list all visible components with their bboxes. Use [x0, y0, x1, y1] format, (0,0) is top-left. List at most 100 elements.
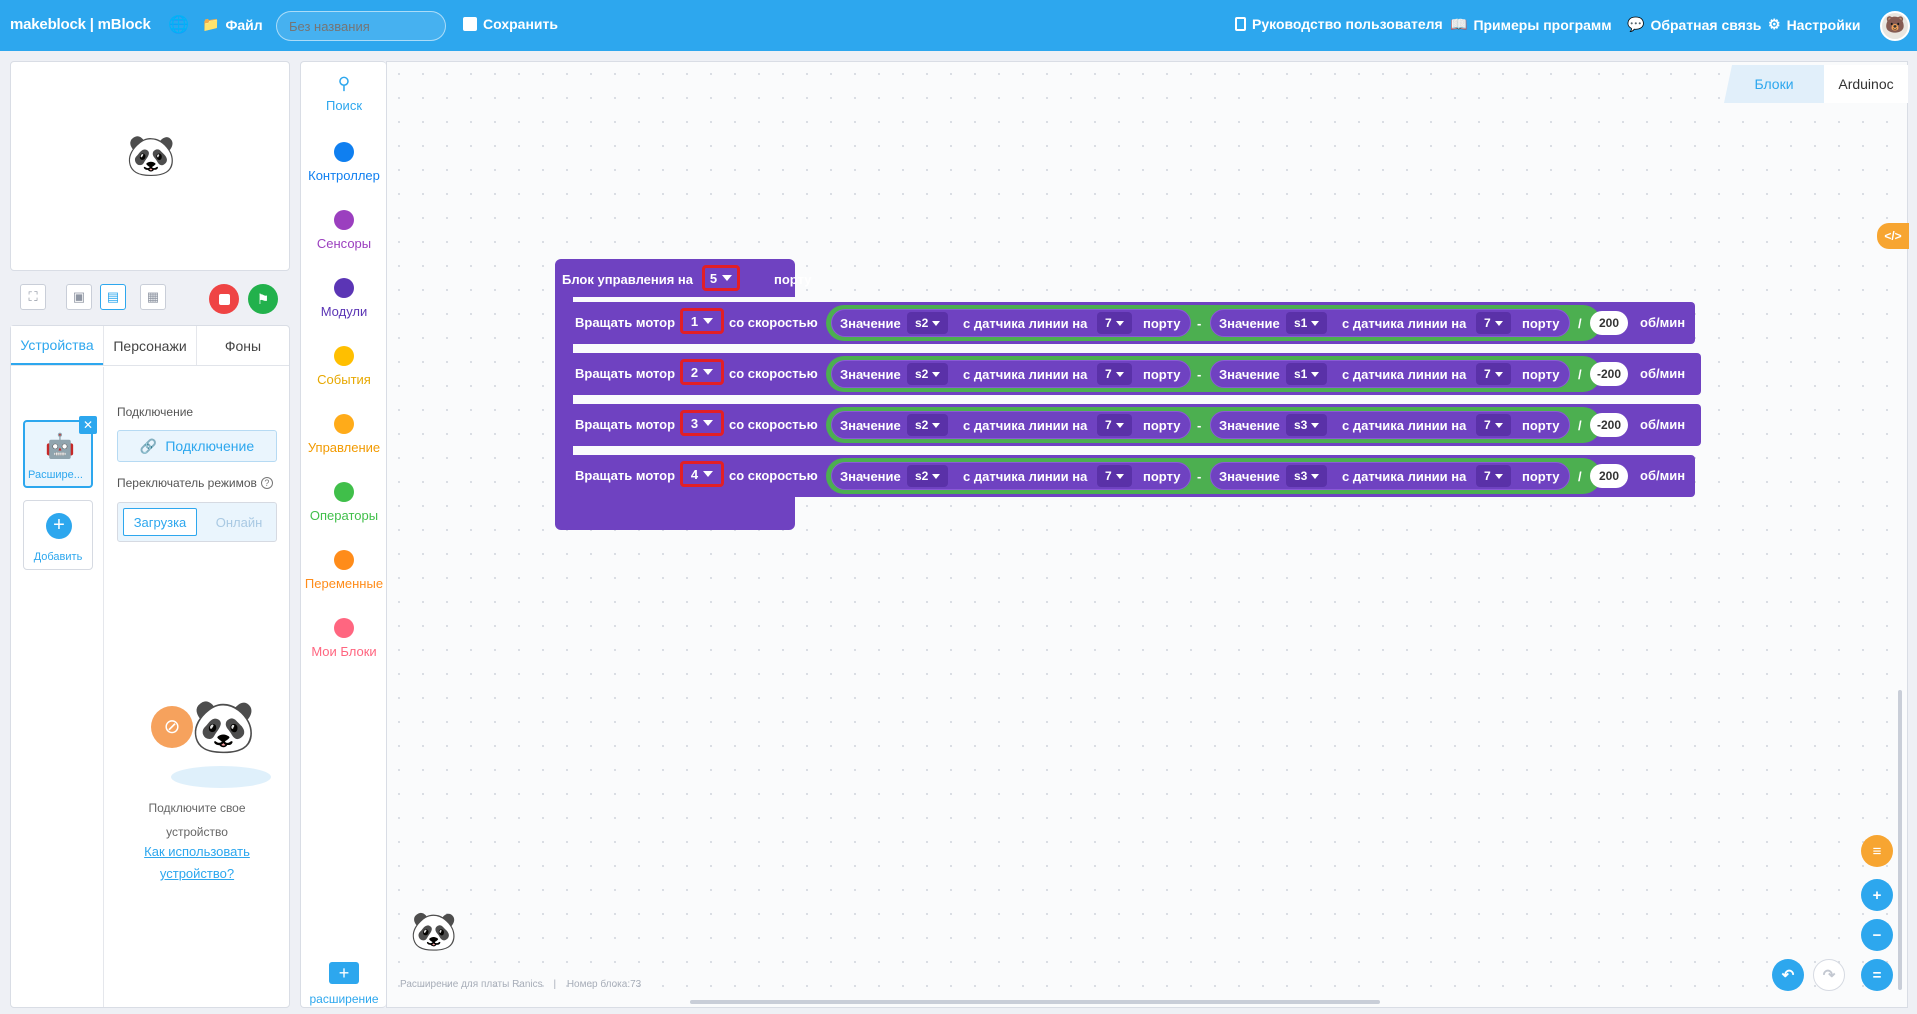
speed-value-input[interactable]: 200 [1590, 311, 1628, 335]
category-events[interactable]: События [301, 346, 387, 387]
sensor-pin-dropdown[interactable]: s2 [907, 465, 949, 487]
how-to-use-link[interactable]: Как использовать устройство? [144, 844, 250, 881]
mode-upload-button[interactable]: Загрузка [123, 508, 197, 536]
tab-sprites[interactable]: Персонажи [103, 326, 196, 365]
save-button[interactable]: Сохранить [463, 16, 558, 32]
save-icon [463, 17, 477, 31]
minus-operator: - [1197, 367, 1202, 382]
help-icon[interactable]: ? [260, 477, 273, 489]
speed-label: со скоростью [729, 315, 818, 330]
app-logo: makeblock | mBlock [10, 16, 151, 33]
port-label: порту [1143, 469, 1181, 484]
tab-devices[interactable]: Устройства [11, 326, 103, 365]
motor-dropdown[interactable]: 1 [680, 308, 724, 334]
hat-block-label: Блок управления на [562, 272, 694, 287]
value-label: Значение [1219, 367, 1280, 382]
speed-value-input[interactable]: -200 [1590, 362, 1628, 386]
sensor-pin-dropdown[interactable]: s1 [1286, 312, 1328, 334]
green-flag-button[interactable]: ⚑ [248, 284, 278, 314]
extension-button[interactable]: + расширение [309, 962, 379, 1006]
control-board-block[interactable] [555, 259, 795, 297]
category-my-blocks[interactable]: Мои Блоки [301, 618, 387, 659]
divide-operator: / [1578, 469, 1582, 484]
sensor-port-dropdown[interactable]: 7 [1097, 312, 1132, 334]
mode-live-button[interactable]: Онлайн [215, 514, 263, 530]
user-guide-link[interactable]: Руководство пользователя [1235, 16, 1443, 32]
category-variables[interactable]: Переменные [301, 550, 387, 591]
sensor-port-dropdown[interactable]: 7 [1476, 363, 1511, 385]
category-search[interactable]: ⚲ Поиск [301, 74, 387, 113]
tab-backdrops[interactable]: Фоны [196, 326, 289, 365]
feedback-link[interactable]: 💬 Обратная связь [1627, 16, 1762, 33]
sensor-pin-dropdown[interactable]: s2 [907, 414, 949, 436]
sensor-pin-dropdown[interactable]: s1 [1286, 363, 1328, 385]
horizontal-scrollbar[interactable] [690, 1000, 1380, 1004]
fullscreen-icon[interactable]: ⛶ [20, 284, 46, 310]
normal-stage-icon[interactable]: ▤ [100, 284, 126, 310]
sensor-port-dropdown[interactable]: 7 [1476, 312, 1511, 334]
chevron-down-icon [1311, 473, 1320, 479]
device-card[interactable]: 🤖 Расшире... ✕ [23, 416, 97, 488]
value-label: Значение [1219, 469, 1280, 484]
sensor-pin-dropdown[interactable]: s3 [1286, 465, 1328, 487]
close-icon[interactable]: ✕ [79, 416, 97, 434]
category-operators[interactable]: Операторы [301, 482, 387, 523]
speed-value-input[interactable]: 200 [1590, 464, 1628, 488]
add-device-button[interactable]: + Добавить [23, 500, 93, 570]
book-icon: 📖 [1450, 16, 1468, 32]
device-card-label: Расшире... [28, 469, 83, 481]
sensor-port-dropdown[interactable]: 7 [1097, 414, 1132, 436]
grid-layout-icon[interactable]: ▦ [140, 284, 166, 310]
port-label: порту [1143, 418, 1181, 433]
panda-sprite[interactable]: 🐼 [126, 134, 176, 178]
sensor-port-dropdown[interactable]: 7 [1476, 414, 1511, 436]
zoom-in-icon[interactable]: + [1861, 879, 1893, 911]
minus-operator: - [1197, 316, 1202, 331]
speed-value-input[interactable]: -200 [1590, 413, 1628, 437]
stage-panel: 🐼 [10, 61, 290, 271]
undo-icon[interactable]: ↶ [1772, 959, 1804, 991]
chevron-down-icon [1115, 320, 1124, 326]
user-avatar[interactable]: 🐻 [1880, 11, 1910, 41]
sensor-pin-dropdown[interactable]: s2 [907, 363, 949, 385]
redo-icon[interactable]: ↷ [1813, 959, 1845, 991]
category-sensors[interactable]: Сенсоры [301, 210, 387, 251]
tab-blocks[interactable]: Блоки [1724, 65, 1824, 103]
file-menu[interactable]: 📁 Файл [202, 16, 263, 33]
operators-dot-icon [334, 482, 354, 502]
language-globe-icon[interactable]: 🌐 [168, 15, 190, 34]
sensor-port-dropdown[interactable]: 7 [1097, 363, 1132, 385]
script-canvas[interactable] [386, 61, 1908, 1008]
zoom-reset-icon[interactable]: = [1861, 959, 1893, 991]
motor-dropdown[interactable]: 3 [680, 410, 724, 436]
mode-switch: Загрузка Онлайн [117, 502, 277, 542]
examples-link[interactable]: 📖 Примеры программ [1450, 16, 1612, 33]
connect-section-label: Подключение [117, 405, 194, 419]
motor-dropdown[interactable]: 2 [680, 359, 724, 385]
category-controller[interactable]: Контроллер [301, 142, 387, 183]
block-list-icon[interactable]: ≡ [1861, 835, 1893, 867]
port-dropdown[interactable]: 5 [702, 265, 740, 291]
connect-button[interactable]: 🔗 Подключение [117, 430, 277, 462]
stop-button[interactable] [209, 284, 239, 314]
sensor-port-dropdown[interactable]: 7 [1097, 465, 1132, 487]
chevron-down-icon [932, 371, 941, 377]
mode-switch-label: Переключатель режимов ? [117, 476, 273, 490]
sensor-port-dropdown[interactable]: 7 [1476, 465, 1511, 487]
project-name-input[interactable] [276, 11, 446, 41]
vertical-scrollbar[interactable] [1898, 690, 1902, 990]
zoom-out-icon[interactable]: − [1861, 919, 1893, 951]
sensor-pin-dropdown[interactable]: s3 [1286, 414, 1328, 436]
code-view-icon[interactable]: </> [1877, 223, 1909, 249]
settings-link[interactable]: ⚙ Настройки [1768, 16, 1861, 33]
divide-operator: / [1578, 418, 1582, 433]
category-control[interactable]: Управление [301, 414, 387, 455]
sensor-pin-dropdown[interactable]: s2 [907, 312, 949, 334]
tab-arduino[interactable]: Arduinoc [1824, 65, 1908, 103]
flag-icon: ⚑ [256, 290, 270, 307]
small-stage-icon[interactable]: ▣ [66, 284, 92, 310]
events-dot-icon [334, 346, 354, 366]
category-modules[interactable]: Модули [301, 278, 387, 319]
motor-dropdown[interactable]: 4 [680, 461, 724, 487]
control-dot-icon [334, 414, 354, 434]
